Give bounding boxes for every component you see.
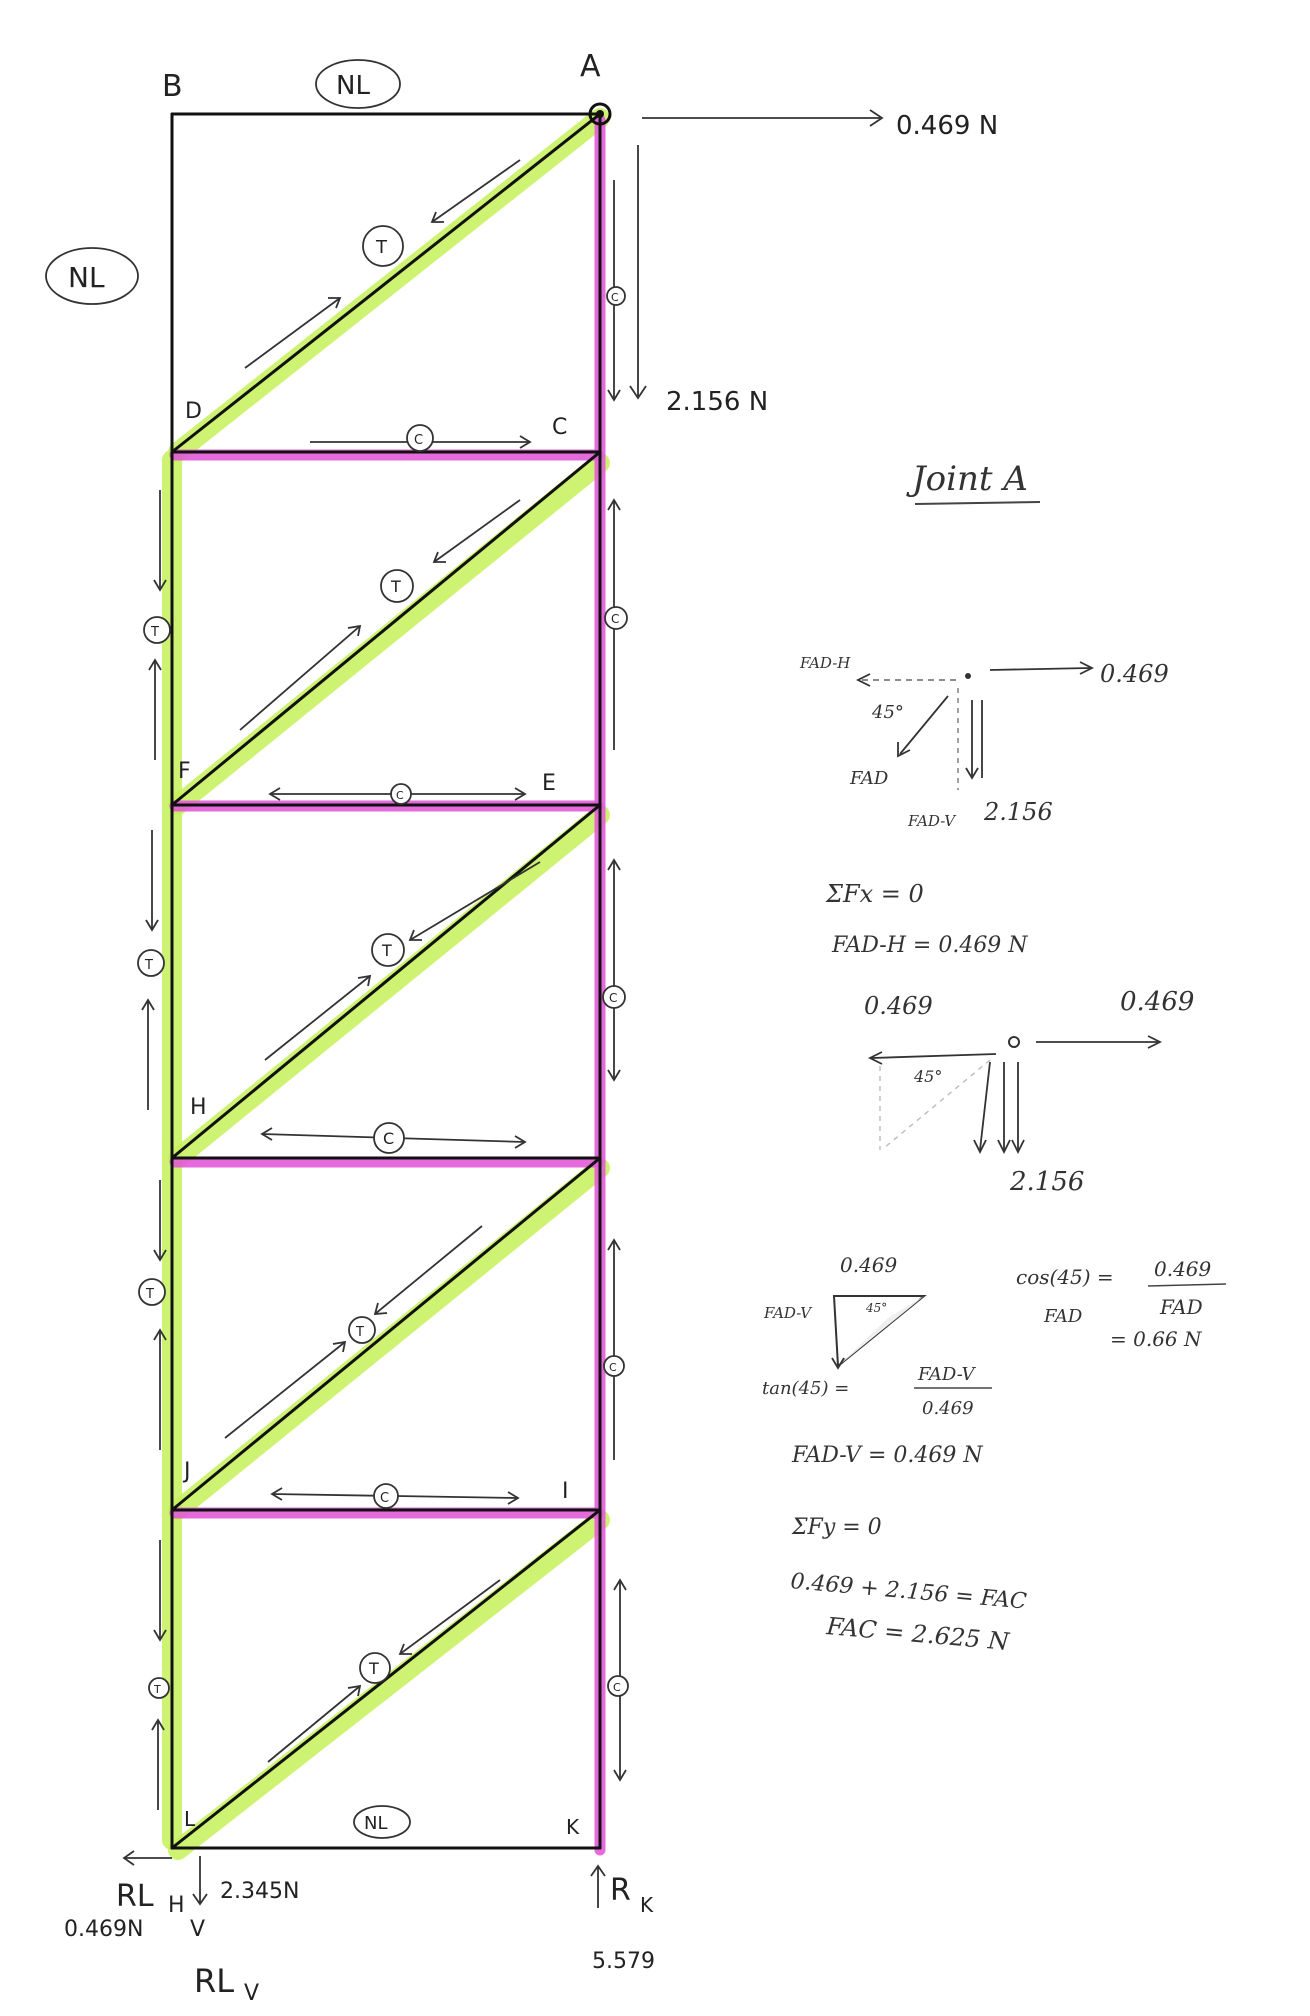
force-label-jl: T [153,1683,161,1696]
reaction-rk-sub: K [640,1893,654,1917]
reaction-rl-h-sub: H [168,1893,185,1918]
joint-label-j: J [182,1459,191,1484]
force-label-il: T [368,1659,379,1678]
force-label-ad: T [375,237,388,258]
force-label-dc: C [414,433,423,448]
fbd2-angle: 45° [913,1067,942,1086]
nl-label-bottom: NL [364,1813,388,1834]
truss-members [170,102,612,1850]
fbd1-fad: FAD [849,768,889,789]
tan-den: 0.469 [922,1398,974,1419]
force-label-ac: C [611,291,619,304]
nl-label-left: NL [68,261,105,294]
joint-label-a: A [580,49,601,84]
joint-a-notes: Joint A 0.469 FAD-H 45° FAD FAD-V 2.156 … [762,459,1227,1656]
reaction-rl-v-value: 2.345N [220,1879,299,1904]
joint-label-l: L [184,1807,196,1831]
fad-h-eq: FAD-H = 0.469 N [831,933,1028,958]
joint-label-b: B [162,69,183,104]
force-label-ce: C [611,612,619,626]
tension-highlights [162,108,610,1860]
reaction-rk-value: 5.579 [592,1949,655,1974]
fbd1-force-v: 2.156 [983,798,1053,826]
force-label-hj: T [145,1287,154,1302]
force-label-df: T [150,625,159,640]
fbd1-fad-v: FAD-V [907,812,957,830]
cos-num: 0.469 [1154,1257,1212,1281]
reactions: RL H V 0.469N 2.345N RL V R K 5.579 [64,1850,655,2006]
force-label-fh: T [144,958,153,973]
force-label-eg: C [609,991,617,1005]
reaction-rl-v-sub: V [244,1981,259,2006]
tan-eq-left: tan(45) = [762,1378,849,1399]
joint-a-pin-inner [596,110,604,118]
sum-fx: ΣFx = 0 [825,880,924,908]
fbd2-left: 0.469 [864,992,933,1020]
reaction-rl-v-mark: V [190,1917,205,1942]
reaction-rk-label: R [610,1873,631,1908]
reaction-rl-h-value: 0.469N [64,1917,143,1942]
joint-label-e: E [542,771,556,796]
nl-labels: NL NL NL [45,59,411,1839]
fy-eq: 0.469 + 2.156 = FAC [789,1569,1027,1615]
joint-label-d: D [185,399,202,424]
tri-top: 0.469 [840,1253,898,1277]
fbd1-force-h: 0.469 [1100,660,1169,688]
fbd1-fad-h: FAD-H [799,654,851,672]
reaction-rl-h-label: RL [116,1879,154,1914]
fbd2-down: 2.156 [1009,1167,1084,1197]
force-label-fe: C [396,789,404,802]
nl-label-top: NL [336,71,370,101]
joint-labels: B A D C F E H J I L K [162,49,601,1839]
load-horizontal-label: 0.469 N [896,111,998,141]
cos-den: FAD [1159,1295,1203,1319]
force-label-ji: C [380,1491,389,1506]
force-label-gj: T [355,1325,364,1340]
joint-label-i: I [562,1479,569,1504]
member-force-labels: T C C T C T C T C T C T C T C T C T [137,225,629,1699]
reaction-rl-v-label: RL [194,1962,234,2000]
force-label-eh: T [381,941,392,960]
tri-side: FAD-V [763,1304,813,1322]
cos-eq-left: cos(45) = [1016,1265,1114,1289]
joint-a-pin [588,102,612,126]
fad-eq-left: FAD [1043,1306,1083,1327]
sum-fy: ΣFy = 0 [791,1515,882,1540]
fad-v-eq: FAD-V = 0.469 N [791,1443,983,1468]
joint-label-k: K [566,1815,580,1839]
applied-loads: 0.469 N 2.156 N [629,109,998,417]
joint-label-h: H [190,1095,207,1120]
fbd1-angle: 45° [871,702,904,723]
force-label-gi: C [609,1361,617,1374]
fbd2-right: 0.469 [1120,987,1194,1017]
joint-label-f: F [178,759,191,784]
load-vertical-label: 2.156 N [666,387,768,417]
force-label-cf: T [390,577,401,596]
tri-angle: 45° [865,1301,887,1315]
notes-title: Joint A [906,459,1028,499]
fac-eq: FAC = 2.625 N [824,1612,1011,1656]
joint-label-c: C [552,415,567,440]
fad-eq-right: = 0.66 N [1110,1327,1203,1351]
force-label-hg: C [383,1129,394,1148]
force-label-ik: C [613,1681,621,1694]
tan-num: FAD-V [917,1364,976,1385]
